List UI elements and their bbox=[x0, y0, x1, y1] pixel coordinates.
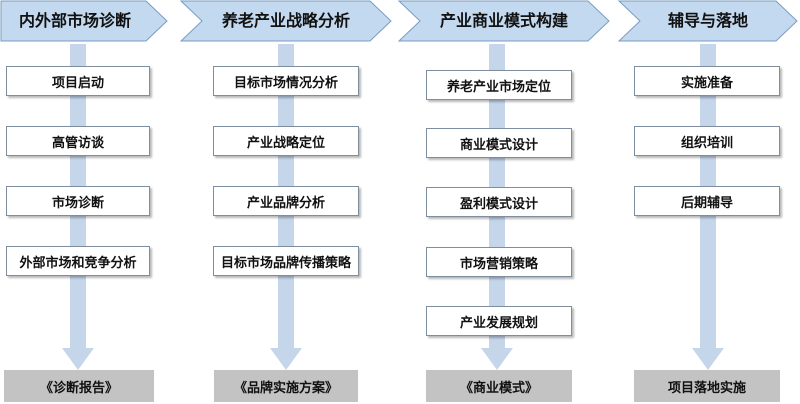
step-box: 养老产业市场定位 bbox=[426, 70, 572, 100]
chevron-arrow-shape bbox=[398, 0, 610, 42]
step-box: 产业品牌分析 bbox=[213, 186, 359, 216]
stage-result: 《诊断报告》 bbox=[4, 370, 154, 402]
step-box: 目标市场品牌传播策略 bbox=[213, 246, 359, 276]
stage-header-3: 产业商业模式构建 bbox=[398, 0, 610, 42]
stage-title: 辅导与落地 bbox=[667, 11, 748, 30]
stage-result: 《品牌实施方案》 bbox=[214, 370, 358, 402]
step-box: 市场诊断 bbox=[6, 186, 150, 216]
step-box: 高管访谈 bbox=[6, 126, 150, 156]
step-box: 盈利模式设计 bbox=[426, 187, 572, 217]
stage-title: 产业商业模式构建 bbox=[439, 11, 568, 30]
chevron-arrow-shape bbox=[0, 0, 168, 42]
chevron-arrow-shape bbox=[618, 0, 798, 42]
step-box: 外部市场和竞争分析 bbox=[6, 246, 150, 276]
stage-header-1: 内外部市场诊断 bbox=[0, 0, 168, 42]
stage-header-2: 养老产业战略分析 bbox=[180, 0, 392, 42]
step-box: 实施准备 bbox=[634, 66, 780, 96]
stage-title: 养老产业战略分析 bbox=[221, 11, 350, 30]
chevron-arrow-shape bbox=[180, 0, 392, 42]
stage-header-4: 辅导与落地 bbox=[618, 0, 798, 42]
step-box: 组织培训 bbox=[634, 126, 780, 156]
stage-result: 项目落地实施 bbox=[634, 370, 780, 402]
stage-title: 内外部市场诊断 bbox=[18, 11, 131, 30]
stage-result: 《商业模式》 bbox=[426, 370, 572, 402]
step-box: 后期辅导 bbox=[634, 186, 780, 216]
step-box: 市场营销策略 bbox=[426, 247, 572, 277]
step-box: 商业模式设计 bbox=[426, 128, 572, 158]
step-box: 目标市场情况分析 bbox=[213, 66, 359, 96]
step-box: 产业战略定位 bbox=[213, 126, 359, 156]
step-box: 项目启动 bbox=[6, 66, 150, 96]
step-box: 产业发展规划 bbox=[426, 306, 572, 336]
